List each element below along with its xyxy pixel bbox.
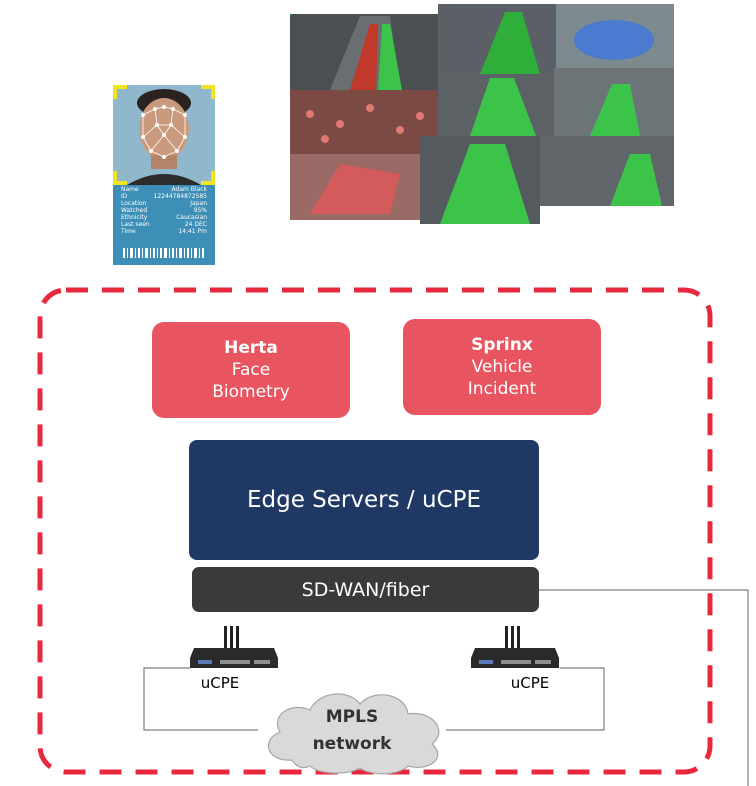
edge-servers-label: Edge Servers / uCPE <box>246 487 481 513</box>
mpls-line1: MPLS <box>325 707 379 727</box>
sprinx-app-box: Sprinx Vehicle Incident <box>403 319 601 415</box>
barcode <box>123 248 204 258</box>
sdwan-bar: SD-WAN/fiber <box>192 567 539 612</box>
sprinx-line1: Vehicle <box>471 357 533 377</box>
router-device-icon <box>190 626 278 668</box>
sdwan-label: SD-WAN/fiber <box>301 578 430 601</box>
herta-app-box: Herta Face Biometry <box>152 322 350 418</box>
sprinx-name: Sprinx <box>471 335 533 355</box>
face-image <box>113 85 215 185</box>
ucpe-left-label: uCPE <box>200 674 240 692</box>
mpls-cloud-label: MPLS network <box>302 704 402 758</box>
sprinx-line2: Incident <box>467 379 537 399</box>
edge-servers-box: Edge Servers / uCPE <box>189 440 539 560</box>
herta-name: Herta <box>224 338 278 358</box>
router-device-icon <box>471 626 559 668</box>
mpls-line2: network <box>312 734 392 754</box>
herta-line1: Face <box>231 360 271 380</box>
cloud-icon <box>267 693 440 775</box>
ucpe-right-label: uCPE <box>510 674 550 692</box>
herta-line2: Biometry <box>212 382 290 402</box>
traffic-camera-mosaic <box>290 4 674 224</box>
